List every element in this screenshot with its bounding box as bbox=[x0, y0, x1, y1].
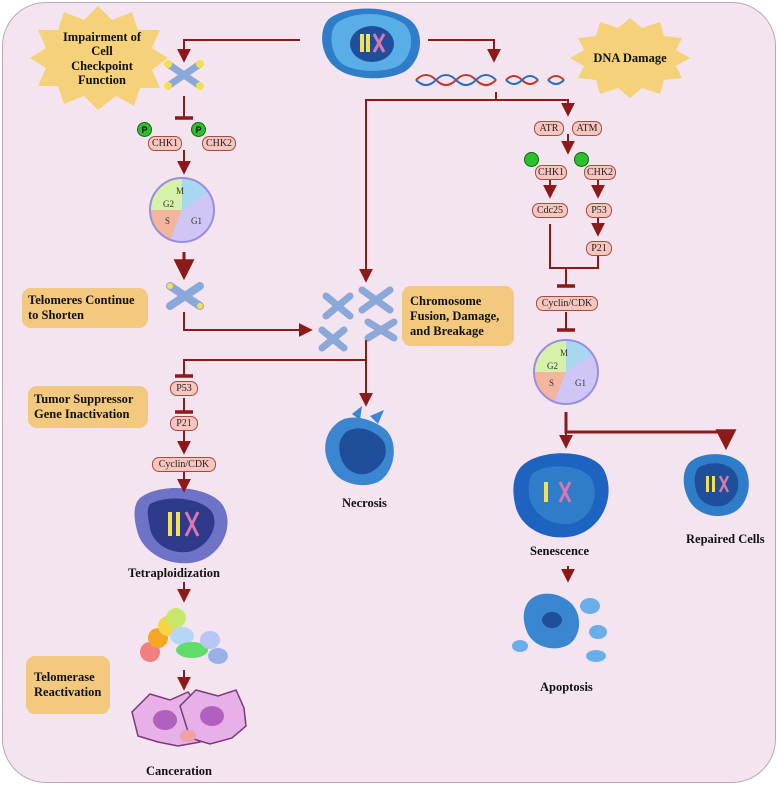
tumor-label-box: Tumor Suppressor Gene Inactivation bbox=[28, 386, 148, 428]
checkpoint-burst-label: Impairment of Cell Checkpoint Function bbox=[62, 30, 142, 88]
top-cell-illustration bbox=[322, 8, 421, 79]
chromosome-shortened bbox=[166, 282, 204, 310]
apoptosis-cell-illustration bbox=[512, 593, 607, 662]
dna-damage-burst-label: DNA Damage bbox=[593, 51, 667, 65]
cycle-right-g2: G2 bbox=[547, 361, 558, 371]
left-cyclin-pill: Cyclin/CDK bbox=[152, 457, 216, 472]
pathway-connectors bbox=[173, 39, 737, 691]
checkpoint-burst bbox=[30, 6, 168, 110]
right-atr-pill: ATR bbox=[534, 121, 564, 136]
chromosome-label-box: Chromosome Fusion, Damage, and Breakage bbox=[402, 286, 514, 346]
cell-cycle-wheel-left bbox=[149, 177, 215, 243]
dna-damage-burst bbox=[570, 18, 690, 98]
necrosis-label: Necrosis bbox=[342, 496, 387, 510]
phospho-right-1 bbox=[524, 152, 539, 167]
phospho-left-2: P bbox=[191, 122, 206, 137]
cycle-left-g1: G1 bbox=[191, 216, 202, 226]
chromosome-intact bbox=[164, 60, 204, 90]
telomerase-complex-illustration bbox=[140, 608, 228, 664]
repaired-label: Repaired Cells bbox=[686, 532, 765, 546]
cycle-left-m: M bbox=[176, 186, 184, 196]
apoptosis-label: Apoptosis bbox=[540, 680, 593, 694]
right-chk2-pill: CHK2 bbox=[584, 165, 616, 180]
right-chk1-pill: CHK1 bbox=[535, 165, 567, 180]
right-p21-pill: P21 bbox=[586, 241, 612, 256]
left-chk2-pill: CHK2 bbox=[202, 136, 236, 151]
chromosome-fusion-cluster bbox=[318, 286, 398, 352]
right-atm-pill: ATM bbox=[572, 121, 602, 136]
tetraploid-label: Tetraploidization bbox=[128, 566, 220, 580]
tetraploid-cell-illustration bbox=[134, 487, 228, 564]
cycle-right-g1: G1 bbox=[575, 378, 586, 388]
left-p53-pill: P53 bbox=[170, 381, 198, 396]
canceration-label: Canceration bbox=[146, 764, 212, 778]
left-chk1-pill: CHK1 bbox=[148, 136, 182, 151]
cycle-right-m: M bbox=[560, 348, 568, 358]
phospho-left-1: P bbox=[137, 122, 152, 137]
cycle-right-s: S bbox=[549, 378, 554, 388]
cycle-left-g2: G2 bbox=[163, 199, 174, 209]
senescence-cell-illustration bbox=[513, 453, 609, 538]
cell-cycle-wheel-right bbox=[533, 339, 599, 405]
phospho-right-2 bbox=[574, 152, 589, 167]
cancer-cells-illustration bbox=[131, 689, 247, 747]
right-cyclin-pill: Cyclin/CDK bbox=[536, 296, 598, 311]
right-p53-pill: P53 bbox=[586, 203, 612, 218]
dna-helix-strands bbox=[415, 74, 565, 86]
cycle-left-s: S bbox=[165, 216, 170, 226]
senescence-label: Senescence bbox=[530, 544, 590, 558]
necrosis-cell-illustration bbox=[325, 406, 394, 486]
repaired-cell-illustration bbox=[683, 454, 749, 517]
telomeres-label-box: Telomeres Continue to Shorten bbox=[22, 288, 148, 328]
left-p21-pill: P21 bbox=[170, 416, 198, 431]
right-cdc25-pill: Cdc25 bbox=[532, 203, 568, 218]
telomerase-label-box: Telomerase Reactivation bbox=[26, 656, 110, 714]
